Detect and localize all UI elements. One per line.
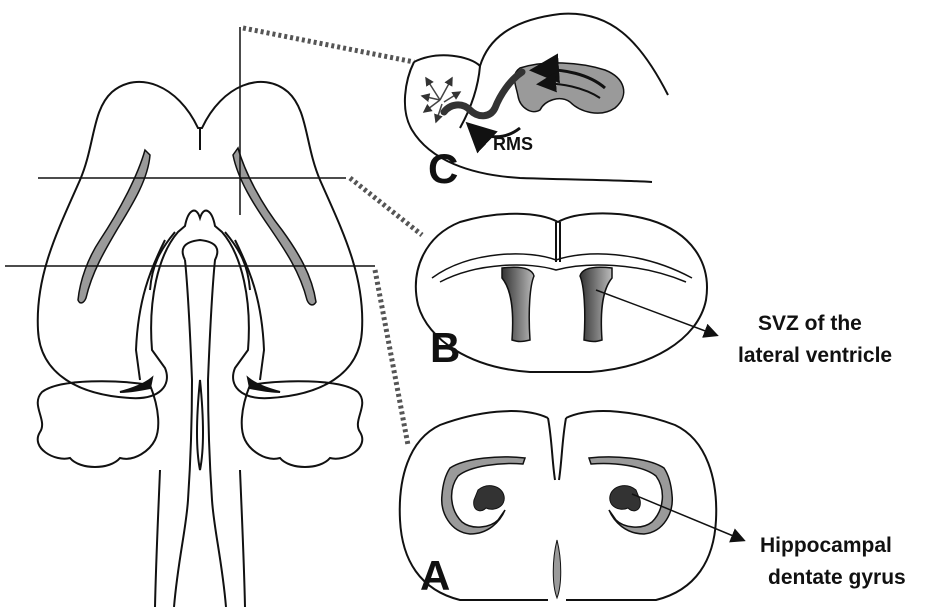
svz-left: [502, 267, 534, 341]
svz-label-line2: lateral ventricle: [738, 344, 892, 367]
ventricle-right: [233, 148, 316, 305]
svz-right: [580, 267, 612, 341]
hippocampal-label-line2: dentate gyrus: [768, 566, 906, 589]
section-lines: [5, 27, 375, 266]
svz-label-line1: SVZ of the: [758, 312, 862, 335]
dorsal-brain-view: [38, 82, 363, 607]
rms-label: RMS: [493, 134, 533, 154]
brainstem: [183, 240, 226, 607]
dentate-right: [610, 486, 641, 511]
svz-pointer-arrow: [596, 290, 716, 335]
ventricle-left: [78, 150, 150, 303]
section-a-label: A: [420, 552, 450, 599]
section-c-label: C: [428, 145, 458, 192]
section-a-outline-right: [566, 411, 716, 600]
dentate-left: [474, 486, 505, 511]
hippocampal-label-line1: Hippocampal: [760, 534, 892, 557]
section-b-label: B: [430, 324, 460, 371]
